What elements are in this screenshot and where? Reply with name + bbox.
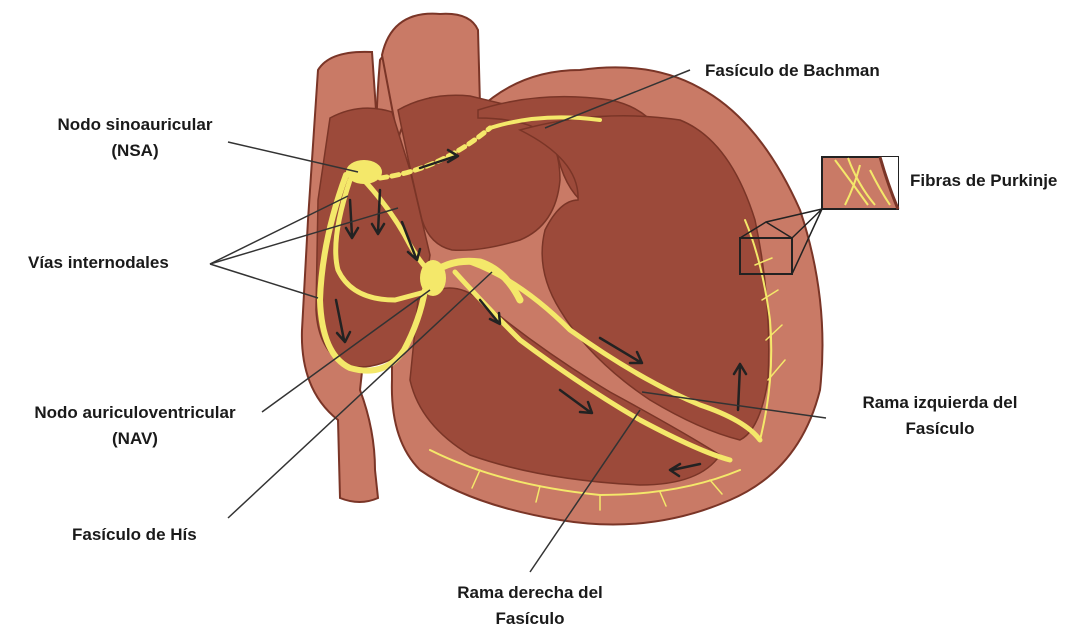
purkinje-label: Fibras de Purkinje bbox=[910, 168, 1057, 194]
bachman-label: Fasículo de Bachman bbox=[705, 58, 880, 84]
av-node bbox=[420, 260, 446, 296]
leader-internodal-3 bbox=[210, 264, 318, 298]
left-branch-label-line1: Rama izquierda del bbox=[835, 390, 1045, 416]
sa-node bbox=[346, 160, 382, 184]
av-node-label-line1: Nodo auriculoventricular bbox=[10, 400, 260, 426]
av-node-label-line2: (NAV) bbox=[10, 426, 260, 452]
left-branch-label: Rama izquierda del Fasículo bbox=[835, 390, 1045, 443]
internodal-label: Vías internodales bbox=[28, 250, 169, 276]
his-label: Fasículo de Hís bbox=[72, 522, 197, 548]
heart-body bbox=[302, 14, 823, 525]
right-branch-label: Rama derecha del Fasículo bbox=[425, 580, 635, 633]
left-branch-label-line2: Fasículo bbox=[835, 416, 1045, 442]
right-branch-label-line1: Rama derecha del bbox=[425, 580, 635, 606]
sa-node-label-line1: Nodo sinoauricular bbox=[40, 112, 230, 138]
right-branch-label-line2: Fasículo bbox=[425, 606, 635, 632]
av-node-label: Nodo auriculoventricular (NAV) bbox=[10, 400, 260, 453]
sa-node-label: Nodo sinoauricular (NSA) bbox=[40, 112, 230, 165]
sa-node-label-line2: (NSA) bbox=[40, 138, 230, 164]
